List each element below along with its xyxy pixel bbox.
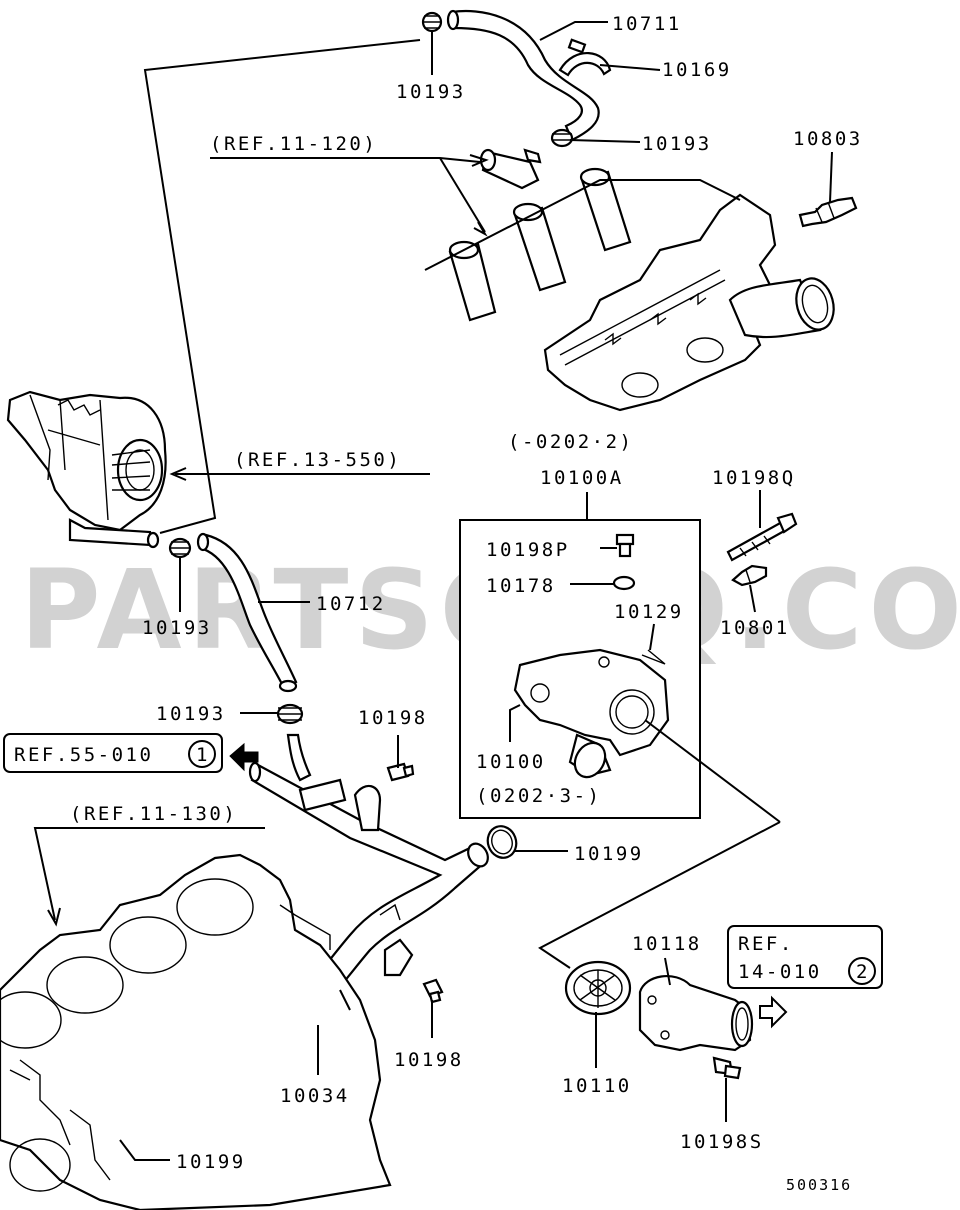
label-10178[interactable]: 10178 [486,575,556,597]
thermostat-housing-10100 [513,648,670,779]
ref-55-010-circle-number: 1 [196,744,210,766]
ref-box-55-010[interactable]: REF.55-010 1 [3,733,223,773]
label-10712[interactable]: 10712 [316,593,386,615]
bolt-10198-lower [422,978,444,1004]
label-10193-a[interactable]: 10193 [396,81,466,103]
ref-14-010-line2: 14-010 [738,961,822,983]
ref-11-130-label[interactable]: (REF.11-130) [70,803,237,825]
label-10193-b[interactable]: 10193 [642,133,712,155]
label-10199-a[interactable]: 10199 [574,843,644,865]
water-hose-10712 [196,532,298,693]
label-10100[interactable]: 10100 [476,751,546,773]
hose-clip-10193-upper-right [550,128,574,148]
label-10711[interactable]: 10711 [612,13,682,35]
label-10199-b[interactable]: 10199 [176,1151,246,1173]
water-hose-10711 [446,9,600,142]
water-pipe-fitting [479,148,542,190]
bolt-10198s [712,1056,742,1080]
ref-55-010-label: REF.55-010 [14,744,153,766]
temperature-sensor-10803 [798,196,858,228]
label-10129[interactable]: 10129 [614,601,684,623]
label-10198-a[interactable]: 10198 [358,707,428,729]
throttle-body-drawing [6,390,167,549]
leader-lines [33,21,781,1161]
hose-clamp-10169 [558,38,612,77]
sensor-10801 [731,564,768,587]
hose-clip-10193-lower [276,703,304,725]
intake-manifold-drawing [424,167,835,412]
label-10198p[interactable]: 10198P [486,539,570,561]
arrow-to-ref-55-010 [229,742,259,772]
water-inlet-fitting-10118 [638,975,754,1052]
gasket-10129 [641,649,666,665]
ref-14-010-circle-number: 2 [856,961,870,983]
cylinder-block-drawing [0,853,392,1210]
label-10193-d[interactable]: 10193 [156,703,226,725]
label-10198s[interactable]: 10198S [680,1131,764,1153]
thermostat-10110 [564,960,632,1016]
inset-bottom-note: (0202·3-) [476,785,601,807]
label-10801[interactable]: 10801 [720,617,790,639]
label-10118[interactable]: 10118 [632,933,702,955]
inset-title-10100a[interactable]: 10100A [540,467,624,489]
ref-box-14-010[interactable]: REF. 14-010 2 [727,925,883,989]
ref-11-120-label[interactable]: (REF.11-120) [210,133,377,155]
label-10169[interactable]: 10169 [662,59,732,81]
o-ring-10199-upper [486,825,518,859]
hose-clip-10193-top [421,11,443,33]
label-10110[interactable]: 10110 [562,1075,632,1097]
inset-top-note: (-0202·2) [508,431,633,453]
gasket-10178 [612,575,636,591]
hose-clip-10193-left [168,537,192,559]
label-10198q[interactable]: 10198Q [712,467,796,489]
bolt-10198-upper [386,762,415,782]
bolt-10198q [726,512,798,562]
label-10034[interactable]: 10034 [280,1085,350,1107]
label-10193-c[interactable]: 10193 [142,617,212,639]
arrow-to-ref-14-010 [759,995,788,1029]
diagram-code: 500316 [786,1176,852,1194]
bleeder-plug-10198p [615,533,635,558]
label-10198-b[interactable]: 10198 [394,1049,464,1071]
ref-13-550-label[interactable]: (REF.13-550) [234,449,401,471]
label-10803[interactable]: 10803 [793,128,863,150]
ref-14-010-line1: REF. [738,933,794,955]
